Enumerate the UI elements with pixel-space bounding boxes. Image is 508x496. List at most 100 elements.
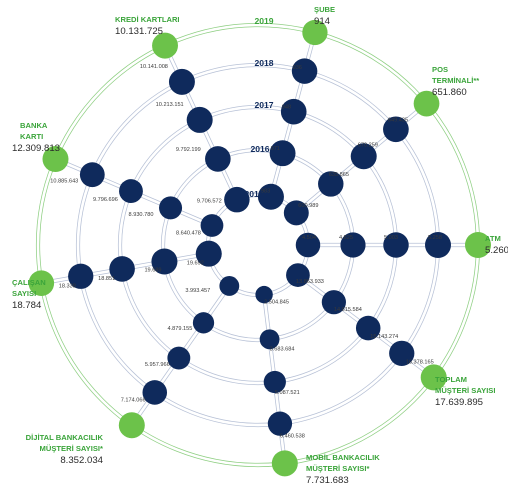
dot-dijital-2016 xyxy=(192,312,215,334)
dot-calisan-2015 xyxy=(195,240,222,267)
category-name-toplam-0: TOPLAM xyxy=(435,375,467,384)
value-banka-2016: 8.930.780 xyxy=(129,212,154,218)
category-total-kredi: 10.131.725 xyxy=(115,26,163,37)
value-pos-2017: 670.259 xyxy=(358,142,378,148)
dot-mobil-2019 xyxy=(271,450,298,477)
value-banka-2017: 9.796.696 xyxy=(93,197,118,203)
category-name-sube-0: ŞUBE xyxy=(314,5,335,14)
value-mobil-2015: 2.504.845 xyxy=(264,300,289,306)
value-kredi-2018: 10.141.008 xyxy=(140,64,168,70)
category-total-sube: 914 xyxy=(314,16,331,27)
value-toplam-2018: 16.378.165 xyxy=(406,359,434,365)
dot-dijital-2019 xyxy=(118,412,145,439)
category-name-banka-0: BANKA xyxy=(20,121,48,130)
category-name-mobil-0: MOBİL BANKACILIK xyxy=(306,453,380,462)
dot-sube-2018 xyxy=(291,58,318,84)
value-pos-2018: 649.435 xyxy=(388,117,408,123)
category-name-dijital-0: DİJİTAL BANKACILIK xyxy=(26,433,104,442)
dot-calisan-2016 xyxy=(151,248,178,275)
value-banka-2015: 8.640.478 xyxy=(176,230,201,236)
year-label-2017: 2017 xyxy=(254,100,273,110)
category-name-toplam-1: MÜŞTERİ SAYISI xyxy=(435,386,495,395)
dot-pos-2019 xyxy=(413,90,440,117)
value-sube-2015: 983 xyxy=(261,189,270,195)
value-toplam-2015: 13.863.933 xyxy=(296,279,324,285)
value-mobil-2016: 3.683.684 xyxy=(270,346,295,352)
value-banka-2018: 10.885.643 xyxy=(50,179,78,185)
dot-calisan-2018 xyxy=(68,263,94,289)
category-total-pos: 651.860 xyxy=(432,87,467,98)
dot-atm-2017 xyxy=(383,232,409,258)
value-toplam-2017: 15.143.274 xyxy=(370,334,398,340)
dot-calisan-2019 xyxy=(28,270,55,296)
category-total-calisan: 18.784 xyxy=(12,300,42,311)
dot-dijital-2015 xyxy=(219,276,240,296)
value-calisan-2017: 18.851 xyxy=(98,276,115,282)
category-name-pos-0: POS xyxy=(432,65,448,74)
value-kredi-2015: 9.706.572 xyxy=(197,199,222,205)
dot-kredi-2019 xyxy=(152,32,178,59)
dot-banka-2015 xyxy=(200,214,224,237)
dot-sube-2019 xyxy=(302,19,328,46)
dot-dijital-2017 xyxy=(167,346,191,370)
value-pos-2016: 635.865 xyxy=(329,172,349,178)
dot-pos-2017 xyxy=(350,143,377,170)
dot-calisan-2017 xyxy=(109,256,135,282)
value-calisan-2016: 19.689 xyxy=(144,267,161,273)
category-name-pos-1: TERMİNALİ** xyxy=(432,76,479,85)
dot-kredi-2015 xyxy=(224,186,250,213)
dot-banka-2017 xyxy=(119,179,143,204)
value-pos-2015: 600.989 xyxy=(298,203,318,209)
value-toplam-2016: 14.615.584 xyxy=(334,307,362,313)
value-atm-2015: 4.504 xyxy=(302,235,316,241)
dot-mobil-2017 xyxy=(263,370,286,394)
dot-mobil-2016 xyxy=(259,329,280,350)
category-name-kredi-0: KREDİ KARTLARI xyxy=(115,15,180,24)
value-dijital-2015: 3.993.457 xyxy=(185,288,210,294)
dot-sube-2015 xyxy=(257,183,284,210)
dot-banka-2019 xyxy=(42,146,69,173)
dot-atm-2015 xyxy=(295,232,321,258)
value-dijital-2017: 5.957.966 xyxy=(145,362,170,368)
dot-sube-2017 xyxy=(280,98,307,125)
value-kredi-2016: 9.792.199 xyxy=(176,147,201,153)
value-kredi-2017: 10.213.151 xyxy=(156,102,184,108)
category-total-atm: 5.260 xyxy=(485,245,508,256)
category-name-calisan-1: SAYISI xyxy=(12,289,36,298)
value-sube-2018: 936 xyxy=(293,65,302,71)
year-label-2018: 2018 xyxy=(254,58,273,68)
dot-pos-2015 xyxy=(283,200,309,226)
value-dijital-2018: 7.174.066 xyxy=(121,397,146,403)
dot-toplam-2017 xyxy=(355,315,381,341)
dot-kredi-2016 xyxy=(205,146,231,172)
value-calisan-2018: 18.338 xyxy=(59,283,76,289)
category-total-mobil: 7.731.683 xyxy=(306,475,349,486)
dot-banka-2016 xyxy=(159,196,183,220)
value-calisan-2015: 19.692 xyxy=(187,261,204,267)
ring-2019-outer xyxy=(35,22,481,468)
category-total-toplam: 17.639.895 xyxy=(435,397,483,408)
value-atm-2018: 5.258 xyxy=(428,235,442,241)
dot-mobil-2015 xyxy=(255,285,273,304)
value-dijital-2016: 4.879.155 xyxy=(168,326,193,332)
dot-dijital-2018 xyxy=(142,380,168,405)
ring-2019-inner xyxy=(39,26,477,464)
value-atm-2017: 5.003 xyxy=(384,235,398,241)
dot-atm-2016 xyxy=(340,232,366,258)
dot-toplam-2019 xyxy=(420,364,447,391)
dot-toplam-2015 xyxy=(286,263,310,287)
category-total-dijital: 8.352.034 xyxy=(60,455,103,466)
dot-sube-2016 xyxy=(269,140,296,167)
year-label-2015: 2015 xyxy=(244,189,263,199)
value-sube-2016: 971 xyxy=(271,146,280,152)
value-mobil-2018: 6.460.538 xyxy=(280,434,305,440)
category-name-mobil-1: MÜŞTERİ SAYISI* xyxy=(306,464,369,473)
dot-kredi-2017 xyxy=(186,106,213,133)
dot-banka-2018 xyxy=(79,162,105,188)
category-total-banka: 12.309.813 xyxy=(12,143,60,154)
year-label-2016: 2016 xyxy=(250,144,269,154)
value-mobil-2017: 5.087.521 xyxy=(275,390,300,396)
dot-kredi-2018 xyxy=(168,68,195,95)
dot-atm-2019 xyxy=(465,232,491,258)
